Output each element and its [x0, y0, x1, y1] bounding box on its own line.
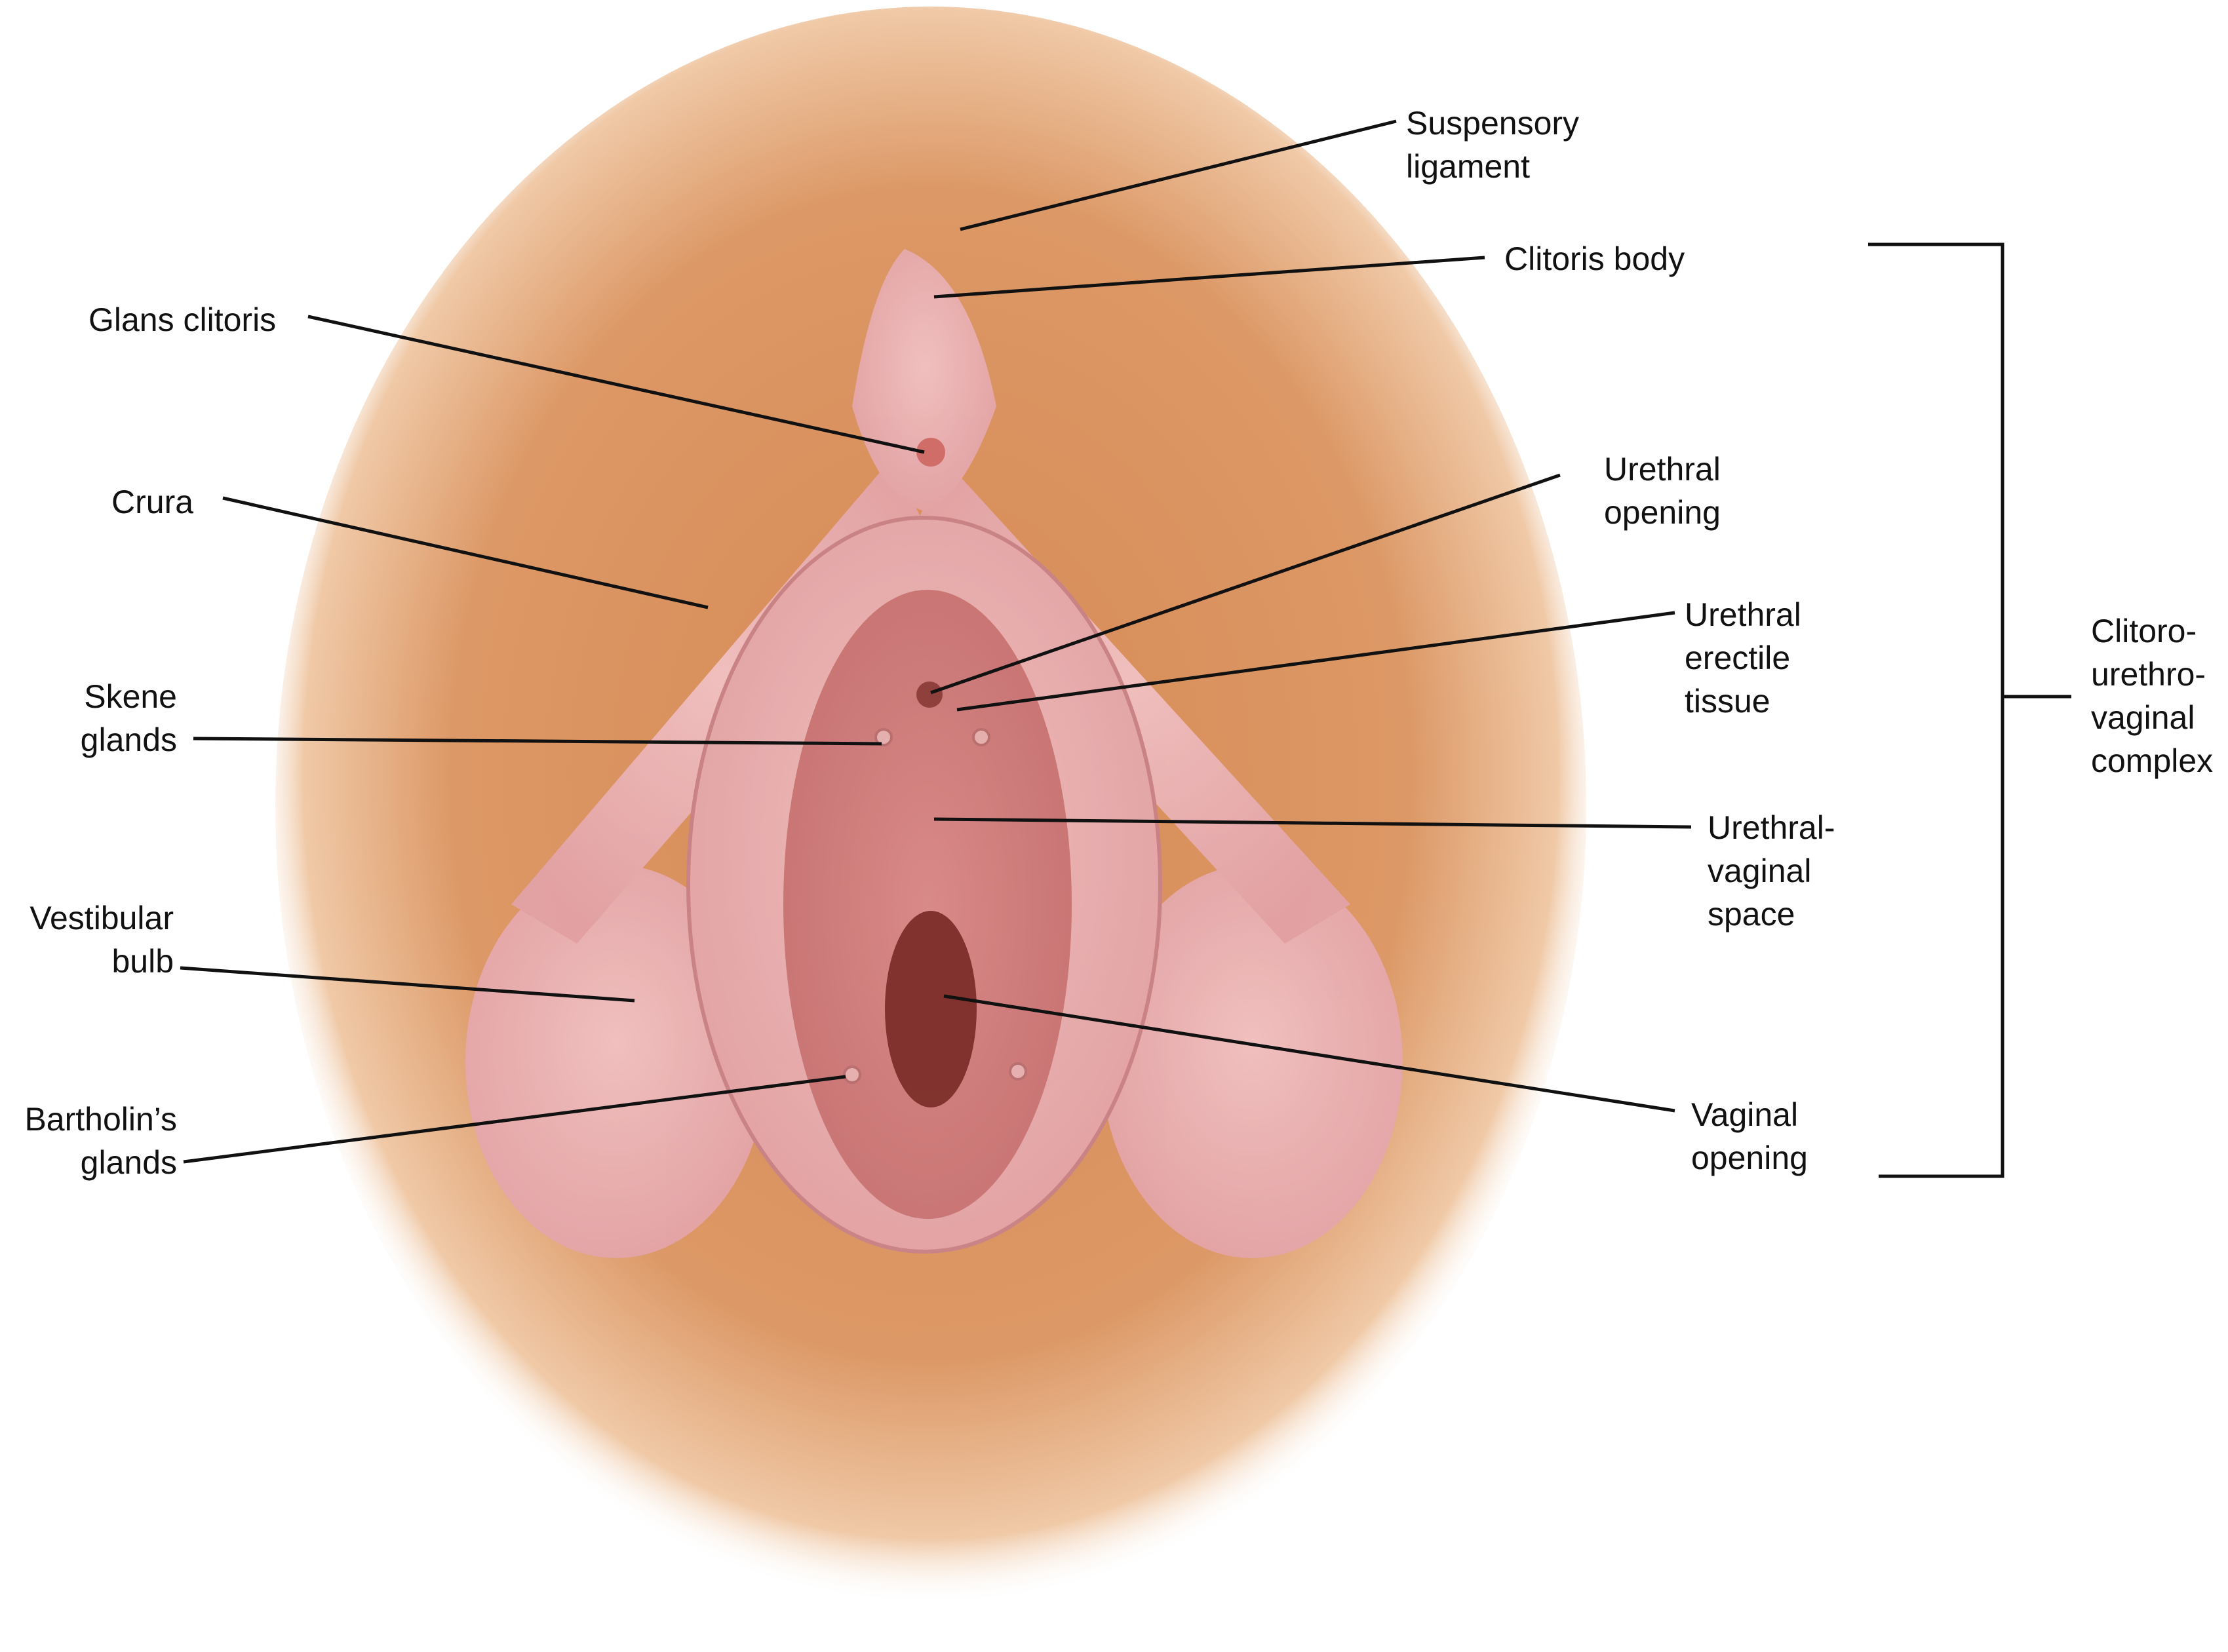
label-urethral-opening: Urethral opening [1604, 451, 1721, 531]
label-crura: Crura [111, 484, 194, 520]
leader-lines [180, 119, 2071, 1178]
label-vestibular-bulb: Vestibular bulb [29, 900, 174, 980]
right-bulb-shape [1101, 865, 1403, 1258]
label-bartholins-glands: Bartholin’s glands [24, 1101, 177, 1181]
label-clitoris-body: Clitoris body [1504, 240, 1685, 277]
opening-shape [885, 911, 977, 1107]
label-skene-glands: Skene glands [80, 678, 177, 758]
label-glans-clitoris: Glans clitoris [88, 301, 277, 338]
label-urethral-vaginal-space: Urethral- vaginal space [1708, 809, 1835, 932]
label-urethral-erectile-tissue: Urethral erectile tissue [1685, 596, 1801, 720]
label-suspensory-ligament: Suspensory ligament [1406, 105, 1580, 185]
left-bulb-shape [465, 865, 767, 1258]
label-vaginal-opening: Vaginal opening [1691, 1096, 1808, 1176]
structures-schematic [465, 249, 1403, 1258]
label-complex-bracket: Clitoro- urethro- vaginal complex [2091, 613, 2214, 779]
inner-shape [783, 590, 1072, 1219]
